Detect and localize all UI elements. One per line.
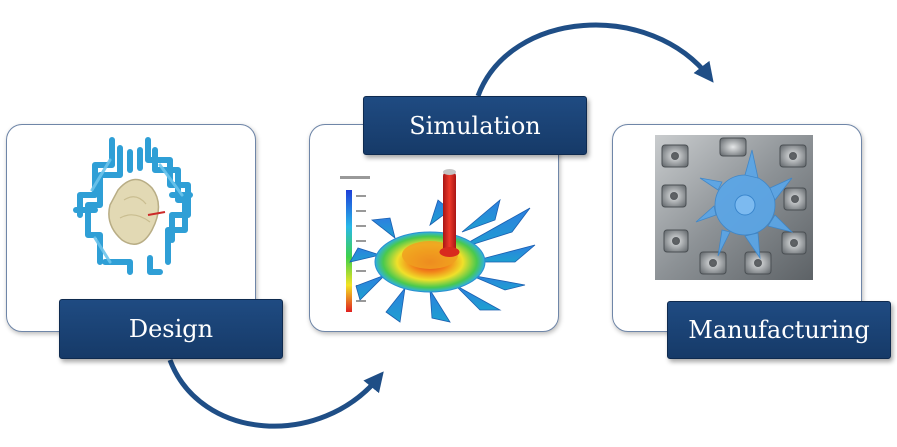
simulation-label: Simulation: [363, 96, 587, 155]
manufacturing-label: Manufacturing: [667, 301, 891, 359]
design-label: Design: [59, 299, 283, 359]
design-to-simulation-arrow: [170, 360, 380, 426]
simulation-to-manufacturing-arrow: [478, 25, 710, 96]
